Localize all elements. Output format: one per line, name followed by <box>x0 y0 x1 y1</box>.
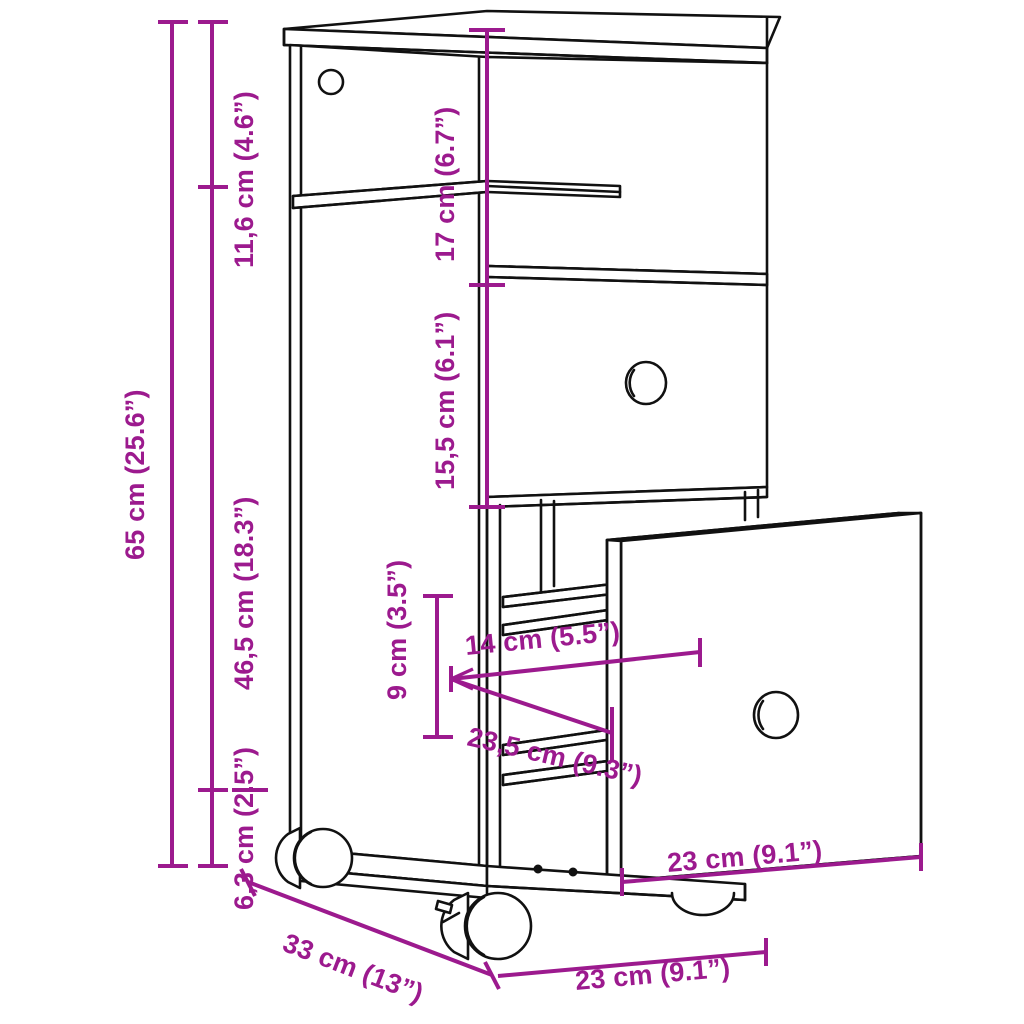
carcass-interior <box>485 488 760 874</box>
dim-inner-drawer-height <box>423 594 453 739</box>
caster-right <box>670 891 736 917</box>
label-caster-height: 6,3 cm (2.5”) <box>229 747 259 910</box>
label-overall-width: 23 cm (9.1”) <box>574 953 732 996</box>
caster-back-left <box>274 826 354 890</box>
dim-overall-width <box>497 938 768 978</box>
dim-inner-drawer-depth <box>450 677 614 760</box>
open-drawer-knob <box>752 690 800 740</box>
label-top-compartment-height: 11,6 cm (4.6”) <box>229 91 259 268</box>
label-inner-drawer-width: 14 cm (5.5”) <box>464 616 622 661</box>
label-overall-height: 65 cm (25.6”) <box>120 389 150 560</box>
dim-body-height <box>198 20 228 868</box>
label-upper-opening-height: 17 cm (6.7”) <box>430 107 460 262</box>
middle-drawer-knob <box>624 360 668 406</box>
vent-hole <box>317 68 345 96</box>
label-overall-depth: 33 cm (13”) <box>279 928 428 1009</box>
caster-front-left <box>434 891 533 961</box>
dim-drawer-front-height <box>469 283 505 509</box>
label-drawer-front-height: 15,5 cm (6.1”) <box>430 312 460 490</box>
label-body-height: 46,5 cm (18.3”) <box>229 496 259 690</box>
label-inner-drawer-height: 9 cm (3.5”) <box>382 560 412 700</box>
dim-overall-depth <box>239 868 501 990</box>
label-drawer-front-width: 23 cm (9.1”) <box>666 835 823 878</box>
upper-shelf <box>291 179 622 210</box>
dim-overall-height <box>158 20 188 868</box>
label-inner-drawer-depth: 23,5 cm (9.3”) <box>465 722 646 791</box>
dim-drawer-front-width <box>620 843 923 896</box>
